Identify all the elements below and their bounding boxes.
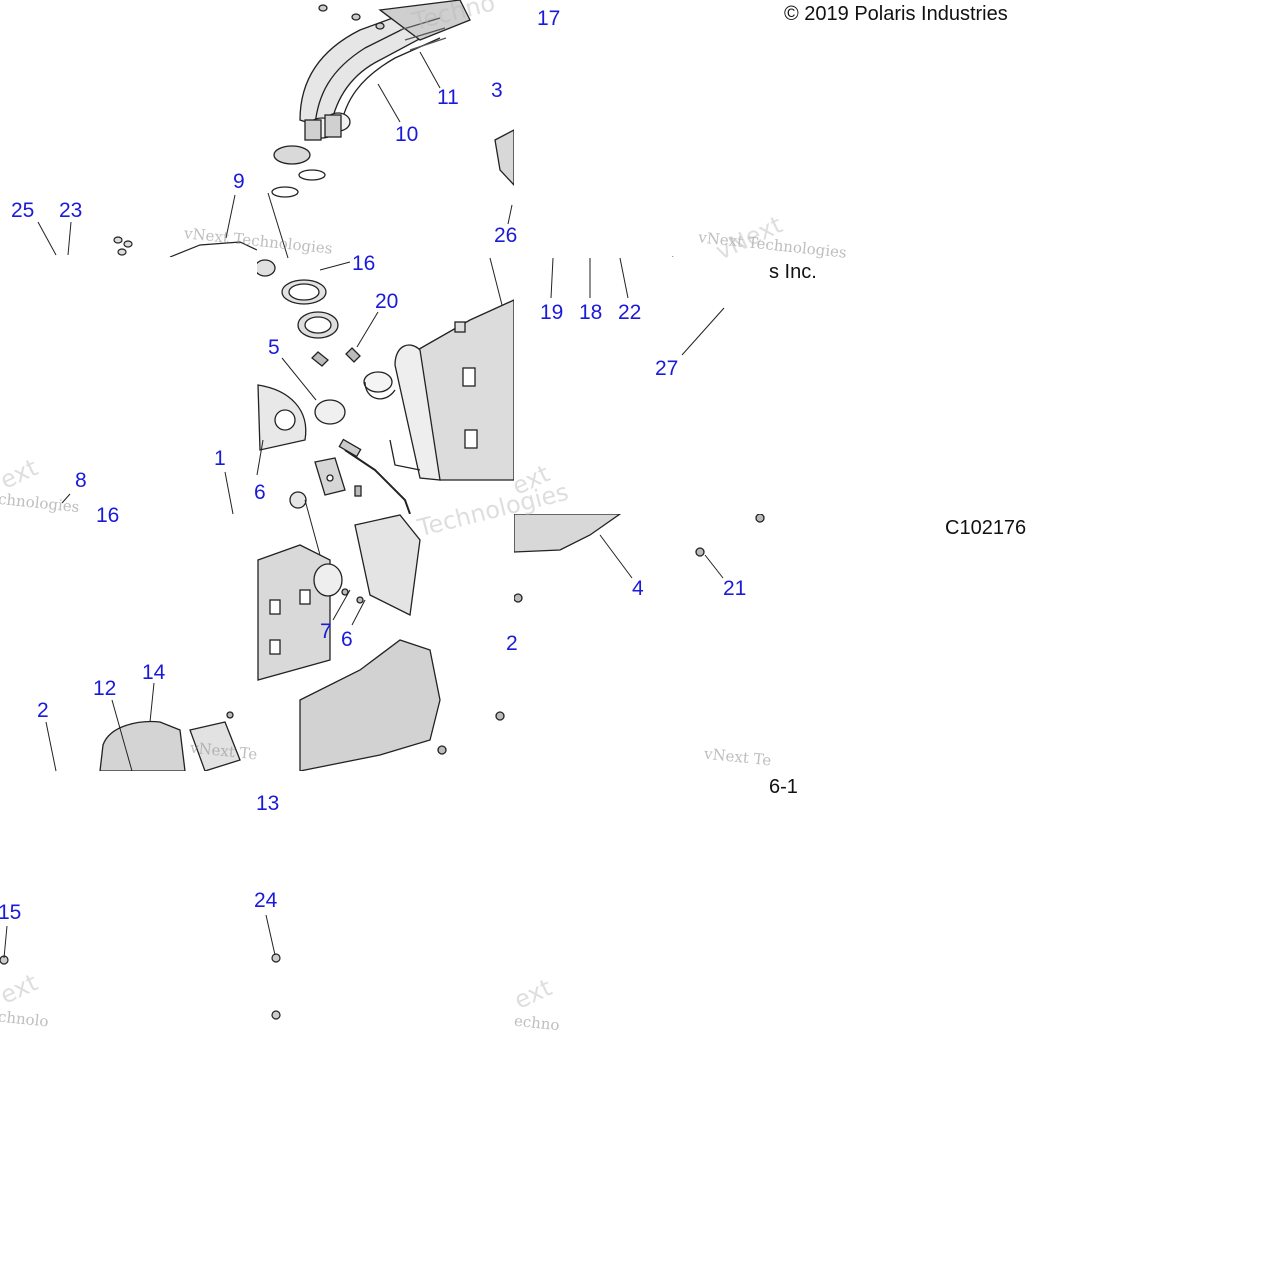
callout-21: 21 xyxy=(723,577,747,600)
muffler-drawing xyxy=(257,259,514,514)
copyright-clip: © 2019 Polaris Industries xyxy=(771,0,1029,30)
callout-22: 22 xyxy=(618,301,642,324)
callout-9: 9 xyxy=(233,170,245,193)
leader-lines xyxy=(3,51,725,959)
callout-3: 3 xyxy=(491,79,503,102)
callout-2b: 2 xyxy=(506,632,518,655)
callout-27: 27 xyxy=(655,357,679,380)
sensor-drawing xyxy=(672,256,674,257)
callout-23: 23 xyxy=(59,199,83,222)
callout-8: 8 xyxy=(75,469,87,492)
callout-12: 12 xyxy=(93,677,117,700)
copyright-tail-clip: s Inc. xyxy=(769,260,831,284)
callout-11: 11 xyxy=(437,86,459,109)
figure-code: C102176 xyxy=(945,517,1027,539)
small-parts-drawing xyxy=(113,236,257,257)
copyright-text: © 2019 Polaris Industries xyxy=(784,3,1008,25)
callout-6b: 6 xyxy=(341,628,353,651)
heat-shield-drawing xyxy=(257,514,505,771)
head-pipe-drawing xyxy=(271,0,514,198)
callout-18: 18 xyxy=(579,301,603,324)
callout-6a: 6 xyxy=(254,481,266,504)
callout-10: 10 xyxy=(395,123,419,146)
callout-26: 26 xyxy=(494,224,518,247)
callout-19: 19 xyxy=(540,301,564,324)
callout-16: 16 xyxy=(352,252,376,275)
callout-16b: 16 xyxy=(96,504,120,527)
callout-7: 7 xyxy=(320,620,332,643)
callout-13: 13 xyxy=(256,792,280,815)
shield-edge-drawing xyxy=(514,514,765,603)
loose-fasteners xyxy=(0,953,281,1020)
callout-17: 17 xyxy=(537,7,561,30)
figure-code-clip: C102176 xyxy=(940,514,1029,544)
callout-16b-clip: 16 xyxy=(90,505,120,526)
callout-14: 14 xyxy=(142,661,166,684)
callout-25: 25 xyxy=(11,199,35,222)
callout-24: 24 xyxy=(254,889,278,912)
callout-20: 20 xyxy=(375,290,399,313)
page-ref-clip: 6-1 xyxy=(769,775,811,799)
callout-1: 1 xyxy=(214,447,226,470)
callout-15: 15 xyxy=(0,901,22,924)
callout-4: 4 xyxy=(632,577,644,600)
copyright-tail-text: s Inc. xyxy=(769,261,817,283)
callout-2: 2 xyxy=(37,699,49,722)
callout-5: 5 xyxy=(268,336,280,359)
page-ref: 6-1 xyxy=(769,776,798,798)
